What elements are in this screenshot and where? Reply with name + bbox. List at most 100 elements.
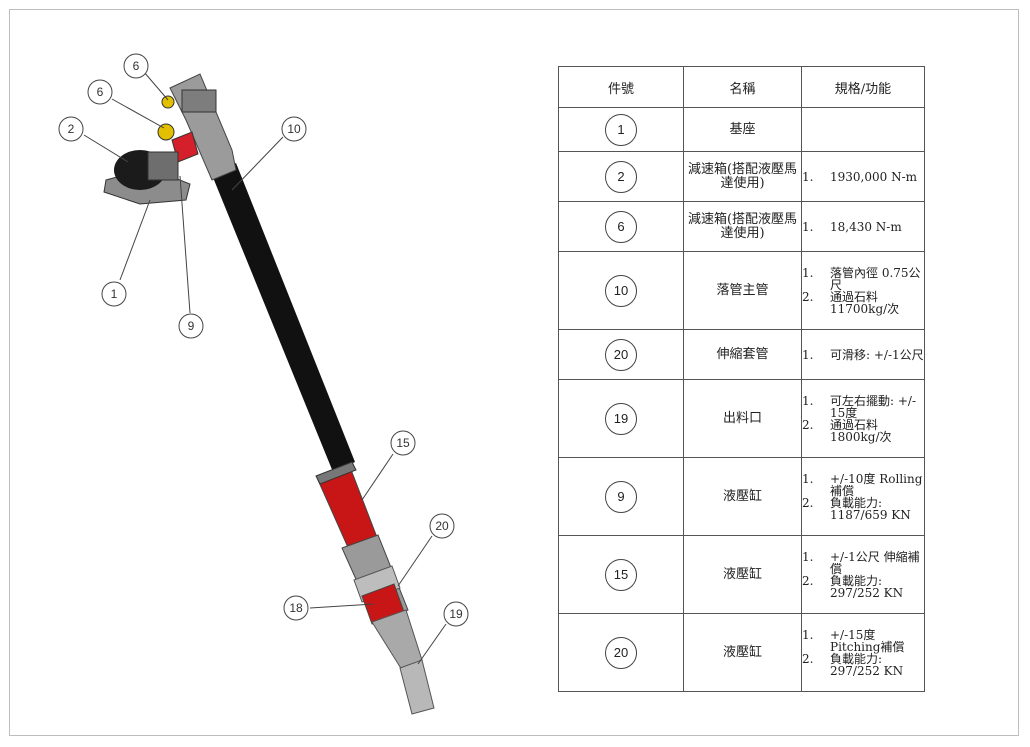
callout-label: 6 [133, 59, 140, 73]
spec-item-text: 負載能力: 1187/659 KN [830, 495, 911, 522]
spec-cell: 1. 18,430 N-m [801, 201, 925, 252]
callout-6-lower: 6 [87, 79, 113, 105]
callout-label: 6 [97, 85, 104, 99]
callout-label: 2 [68, 122, 75, 136]
header-part-number: 件號 [558, 66, 684, 108]
outlet-pipe [399, 659, 435, 715]
spec-item: 1. 落管內徑 0.75公尺 [802, 267, 924, 291]
part-name-cell: 落管主管 [683, 251, 802, 330]
yellow-gearbox-lower [157, 123, 175, 141]
part-number-cell: 2 [558, 151, 684, 202]
sleeve-band [353, 565, 401, 603]
spec-item: 1.可滑移: +/-1公尺 [802, 349, 924, 361]
header-spec: 規格/功能 [801, 66, 925, 108]
spec-cell: 1. 落管內徑 0.75公尺 2. 通過石料 11700kg/次 [801, 251, 925, 330]
callout-9: 9 [178, 313, 204, 339]
spec-item: 1. 18,430 N-m [802, 221, 924, 233]
yellow-gearbox-upper [161, 95, 175, 109]
callout-1: 1 [101, 281, 127, 307]
table-row: 6 減速箱(搭配液壓馬達使用)1. 18,430 N-m [558, 201, 925, 252]
spec-item: 2. 負載能力: 1187/659 KN [802, 497, 924, 521]
part-number-cell: 6 [558, 201, 684, 252]
spec-item-number: 1. [802, 347, 814, 362]
part-name-cell: 減速箱(搭配液壓馬達使用) [683, 201, 802, 252]
part-name-cell: 液壓缸 [683, 613, 802, 692]
callout-label: 1 [111, 287, 118, 301]
part-name-cell: 液壓缸 [683, 457, 802, 536]
spec-item-text: 負載能力: 297/252 KN [830, 651, 904, 678]
callout-20: 20 [429, 513, 455, 539]
main-chute-tube [212, 163, 355, 472]
spec-item-number: 2. [802, 289, 814, 304]
part-number-cell: 19 [558, 379, 684, 458]
spec-cell: 1.可滑移: +/-1公尺 [801, 329, 925, 380]
part-number-bubble: 1 [605, 113, 637, 146]
callout-15: 15 [390, 430, 416, 456]
spec-item: 1. +/-10度 Rolling補償 [802, 473, 924, 497]
part-number-bubble: 10 [605, 274, 637, 307]
part-number-bubble: 2 [605, 160, 637, 193]
spec-item: 2.通過石料 1800kg/次 [802, 419, 924, 443]
part-number-bubble: 6 [605, 210, 637, 243]
part-name-cell: 出料口 [683, 379, 802, 458]
callout-label: 20 [435, 519, 449, 533]
callout-label: 19 [449, 607, 463, 621]
callout-6-upper: 6 [123, 53, 149, 79]
spec-item-text: 18,430 N-m [830, 219, 902, 234]
leader-lines [83, 71, 447, 665]
spec-item-text: 可左右擺動: +/- 15度 [830, 393, 917, 420]
spec-item-number: 1. [802, 169, 814, 184]
part-number-bubble: 9 [605, 480, 637, 513]
spec-item: 1.+/-15度 Pitching補償 [802, 629, 924, 653]
spec-item-text: 通過石料 11700kg/次 [830, 289, 900, 316]
spec-item-number: 1. [802, 265, 814, 280]
spec-item: 2. 負載能力: 297/252 KN [802, 575, 924, 599]
table-row: 2 減速箱(搭配液壓馬達使用)1. 1930,000 N-m [558, 151, 925, 202]
part-number-cell: 15 [558, 535, 684, 614]
spec-cell: 1. +/-10度 Rolling補償 2. 負載能力: 1187/659 KN [801, 457, 925, 536]
part-name-cell: 液壓缸 [683, 535, 802, 614]
spec-cell [801, 107, 925, 152]
spec-item-number: 2. [802, 495, 814, 510]
callout-2: 2 [58, 116, 84, 142]
spec-item-text: +/-10度 Rolling補償 [830, 471, 923, 498]
callout-18: 18 [283, 595, 309, 621]
spec-item-number: 2. [802, 651, 814, 666]
gearbox-block [147, 151, 179, 181]
part-number-bubble: 20 [605, 636, 637, 669]
part-number-cell: 9 [558, 457, 684, 536]
table-header-row: 件號 名稱 規格/功能 [558, 66, 925, 108]
spec-item: 2. 通過石料 11700kg/次 [802, 291, 924, 315]
callout-19: 19 [443, 601, 469, 627]
callout-label: 10 [287, 122, 301, 136]
part-number-cell: 20 [558, 329, 684, 380]
part-number-bubble: 15 [605, 558, 637, 591]
drawing-sheet-border [9, 9, 1019, 736]
spec-item-text: 1930,000 N-m [830, 169, 918, 184]
part-name-cell: 減速箱(搭配液壓馬達使用) [683, 151, 802, 202]
spec-item-number: 1. [802, 219, 814, 234]
callout-label: 18 [289, 601, 303, 615]
part-name-cell: 伸縮套管 [683, 329, 802, 380]
spec-item-text: 負載能力: 297/252 KN [830, 573, 904, 600]
callout-10: 10 [281, 116, 307, 142]
spec-item-text: 落管內徑 0.75公尺 [830, 265, 921, 292]
spec-item-number: 1. [802, 471, 814, 486]
spec-item-number: 1. [802, 627, 814, 642]
part-name-cell: 基座 [683, 107, 802, 152]
part-number-cell: 10 [558, 251, 684, 330]
spec-item: 1. 可左右擺動: +/- 15度 [802, 395, 924, 419]
spec-item-number: 2. [802, 573, 814, 588]
spec-item-number: 1. [802, 393, 814, 408]
part-number-cell: 20 [558, 613, 684, 692]
